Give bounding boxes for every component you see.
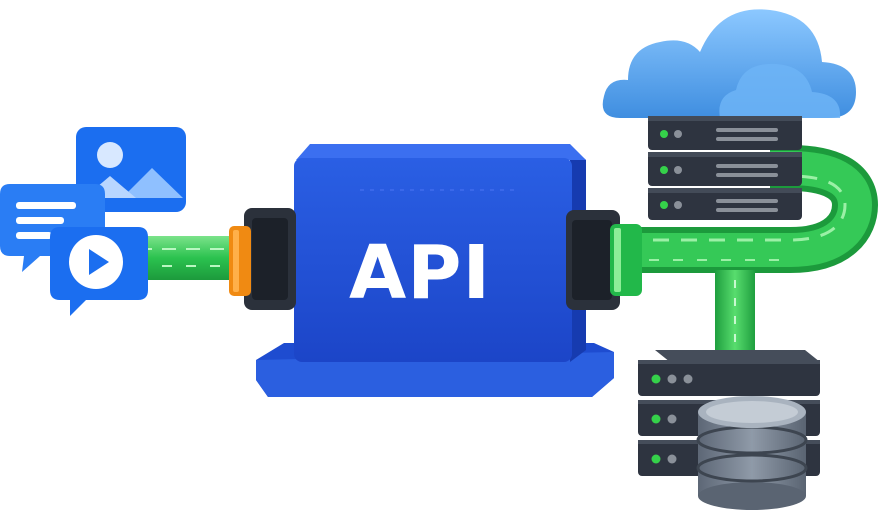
status-led-icon bbox=[651, 414, 661, 424]
status-led-icon bbox=[667, 374, 677, 384]
right-connector bbox=[566, 210, 642, 310]
status-led-icon bbox=[683, 374, 693, 384]
status-led-icon bbox=[674, 130, 682, 138]
status-led-icon bbox=[660, 201, 668, 209]
status-led-icon bbox=[667, 454, 677, 464]
database-icon bbox=[696, 396, 808, 510]
api-label: API bbox=[349, 230, 491, 316]
status-led-icon bbox=[651, 454, 661, 464]
status-led-icon bbox=[674, 201, 682, 209]
cloud-icon bbox=[602, 9, 856, 119]
status-led-icon bbox=[660, 166, 668, 174]
status-led-icon bbox=[674, 166, 682, 174]
left-connector bbox=[229, 208, 296, 310]
status-led-icon bbox=[660, 130, 668, 138]
server-rack bbox=[648, 116, 802, 220]
right-cable bbox=[625, 145, 879, 273]
server-unit bbox=[648, 188, 802, 220]
status-led-icon bbox=[651, 374, 661, 384]
video-play-icon bbox=[50, 227, 148, 316]
server-unit bbox=[648, 152, 802, 186]
api-box: API bbox=[256, 144, 614, 397]
status-led-icon bbox=[667, 414, 677, 424]
server-unit bbox=[648, 116, 802, 150]
database-cable bbox=[715, 270, 755, 362]
left-cable bbox=[128, 236, 236, 280]
